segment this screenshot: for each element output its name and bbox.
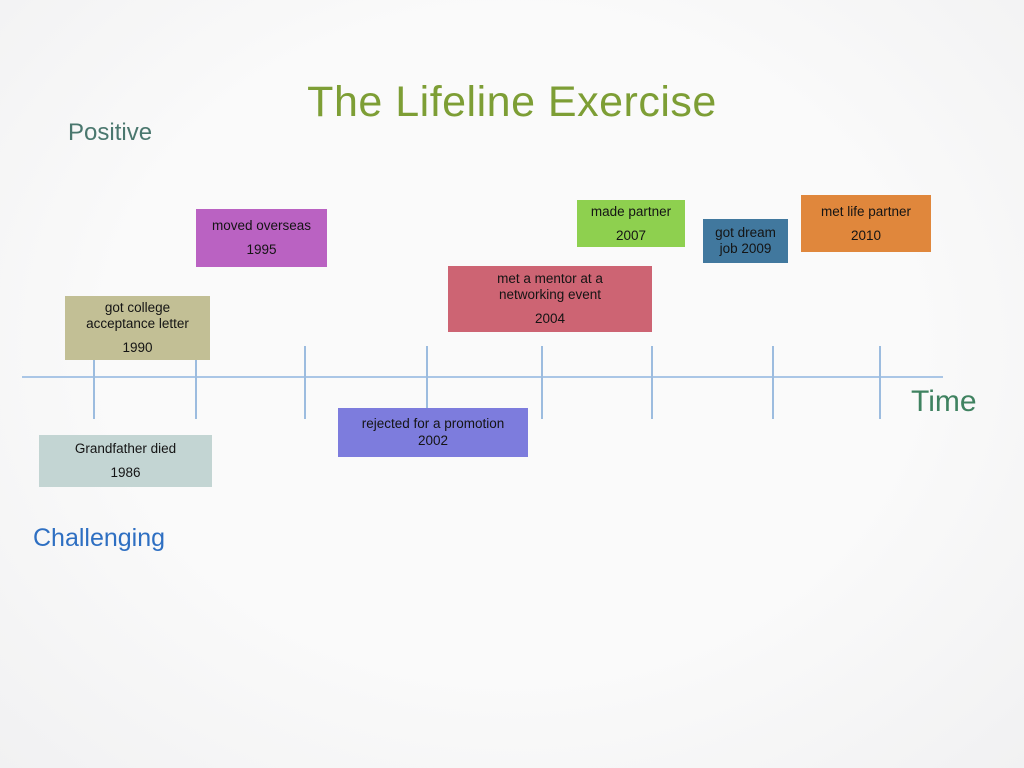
timeline-axis-line	[22, 376, 943, 378]
event-year: 2004	[534, 310, 566, 326]
event-year: 1990	[122, 339, 153, 355]
event-label-line: networking event	[498, 287, 602, 303]
timeline-tick-4	[426, 346, 428, 419]
timeline-tick-3	[304, 346, 306, 419]
event-label-line: met life partner	[820, 203, 912, 219]
timeline-tick-7	[772, 346, 774, 419]
event-box-grandfather-died: Grandfather died 1986	[39, 435, 212, 487]
timeline-tick-8	[879, 346, 881, 419]
event-box-met-life-partner: met life partner 2010	[801, 195, 931, 252]
event-year: 2007	[615, 227, 647, 243]
event-box-moved-overseas: moved overseas 1995	[196, 209, 327, 267]
timeline-tick-1	[93, 346, 95, 419]
event-year: 2010	[850, 227, 882, 243]
event-box-made-partner: made partner 2007	[577, 200, 685, 247]
event-label-line: moved overseas	[211, 218, 312, 234]
timeline-tick-2	[195, 346, 197, 419]
event-label-line: rejected for a promotion	[361, 416, 505, 432]
event-year: 1995	[246, 242, 277, 257]
event-year: 1986	[110, 465, 141, 480]
event-label-line: got dream	[715, 225, 776, 241]
event-label-line: met a mentor at a	[497, 271, 603, 287]
page-title: The Lifeline Exercise	[307, 78, 717, 126]
event-label-line: job 2009	[719, 241, 772, 256]
event-label-line: made partner	[590, 203, 672, 219]
event-label-line: acceptance letter	[86, 316, 189, 332]
time-axis-label: Time	[911, 385, 977, 418]
challenging-axis-label: Challenging	[33, 524, 166, 552]
event-label-line: got college	[104, 300, 171, 316]
timeline-tick-6	[651, 346, 653, 419]
positive-axis-label: Positive	[68, 119, 153, 146]
timeline-tick-5	[541, 346, 543, 419]
event-label-line: Grandfather died	[74, 441, 177, 457]
event-year: 2002	[417, 433, 449, 448]
